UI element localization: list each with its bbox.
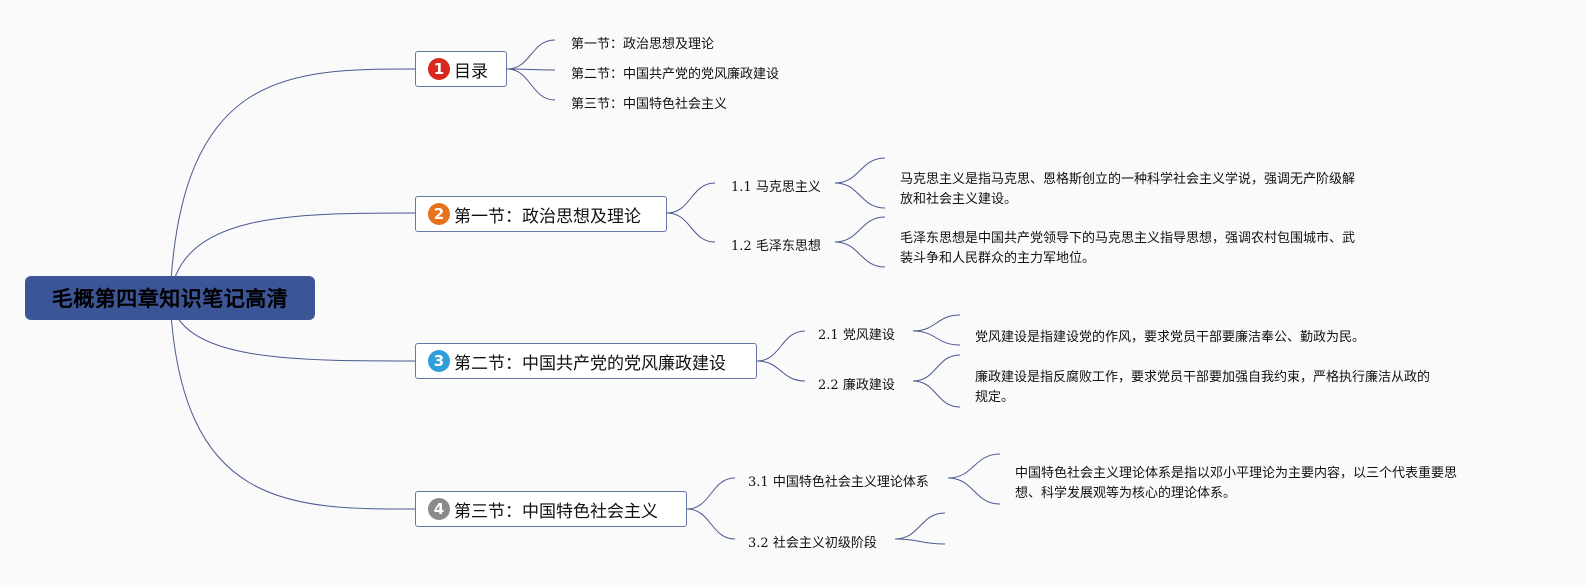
- branch-line: [686, 508, 736, 540]
- note-text[interactable]: 廉政建设是指反腐败工作，要求党员干部要加强自我约束，严格执行廉洁从政的规定。: [975, 370, 1431, 405]
- branch-line: [912, 330, 961, 346]
- branch-line: [756, 330, 806, 362]
- topic-label: 第三节：中国特色社会主义: [454, 501, 658, 522]
- subtopic-node[interactable]: 1.2 毛泽东思想: [731, 239, 821, 254]
- root-branch-line: [169, 212, 416, 299]
- branch-line: [912, 380, 961, 408]
- note-text[interactable]: 马克思主义是指马克思、恩格斯创立的一种科学社会主义学说，强调无产阶级解放和社会主…: [900, 172, 1356, 207]
- subtopic-node[interactable]: 第二节：中国共产党的党风廉政建设: [571, 67, 780, 82]
- branch-line: [947, 453, 1001, 479]
- note-text[interactable]: 中国特色社会主义理论体系是指以邓小平理论为主要内容，以三个代表重要思想、科学发展…: [1015, 466, 1458, 501]
- number-4-icon: 4: [428, 498, 450, 520]
- subtopic-node[interactable]: 2.1 党风建设: [818, 328, 895, 343]
- branch-line: [686, 477, 736, 510]
- note-text[interactable]: 毛泽东思想是中国共产党领导下的马克思主义指导思想，强调农村包围城市、武装斗争和人…: [900, 231, 1356, 266]
- topic-node-section-3[interactable]: 4 第三节：中国特色社会主义: [415, 491, 687, 527]
- branch-line: [666, 182, 716, 214]
- root-branch-line: [169, 68, 416, 299]
- branch-line: [912, 314, 961, 332]
- subtopic-node[interactable]: 3.1 中国特色社会主义理论体系: [748, 475, 929, 490]
- topic-label: 目录: [454, 61, 488, 82]
- topic-node-section-2[interactable]: 3 第二节：中国共产党的党风廉政建设: [415, 343, 757, 379]
- topic-node-contents[interactable]: 1 目录: [415, 51, 507, 87]
- number-1-icon: 1: [428, 58, 450, 80]
- branch-line: [506, 68, 556, 101]
- note-text[interactable]: 党风建设是指建设党的作风，要求党员干部要廉洁奉公、勤政为民。: [975, 330, 1366, 345]
- subtopic-node[interactable]: 第三节：中国特色社会主义: [571, 97, 728, 112]
- branch-line: [834, 157, 886, 184]
- branch-line: [947, 477, 1001, 505]
- subtopic-node[interactable]: 3.2 社会主义初级阶段: [748, 536, 877, 551]
- branch-line: [894, 538, 946, 545]
- branch-line: [834, 216, 886, 243]
- branch-line: [912, 354, 961, 382]
- branch-line: [506, 39, 556, 70]
- subtopic-node[interactable]: 第一节：政治思想及理论: [571, 37, 715, 52]
- number-3-icon: 3: [428, 350, 450, 372]
- topic-node-section-1[interactable]: 2 第一节：政治思想及理论: [415, 196, 667, 232]
- branch-line: [834, 241, 886, 268]
- subtopic-node[interactable]: 2.2 廉政建设: [818, 378, 895, 393]
- root-node[interactable]: 毛概第四章知识笔记高清: [25, 276, 315, 320]
- number-2-icon: 2: [428, 203, 450, 225]
- branch-line: [834, 182, 886, 209]
- topic-label: 第二节：中国共产党的党风廉政建设: [454, 353, 726, 374]
- subtopic-node[interactable]: 1.1 马克思主义: [731, 180, 821, 195]
- root-branch-line: [169, 297, 416, 510]
- topic-label: 第一节：政治思想及理论: [454, 206, 641, 227]
- branch-line: [666, 212, 716, 243]
- branch-line: [506, 68, 556, 71]
- branch-line: [756, 360, 806, 382]
- branch-line: [894, 512, 946, 540]
